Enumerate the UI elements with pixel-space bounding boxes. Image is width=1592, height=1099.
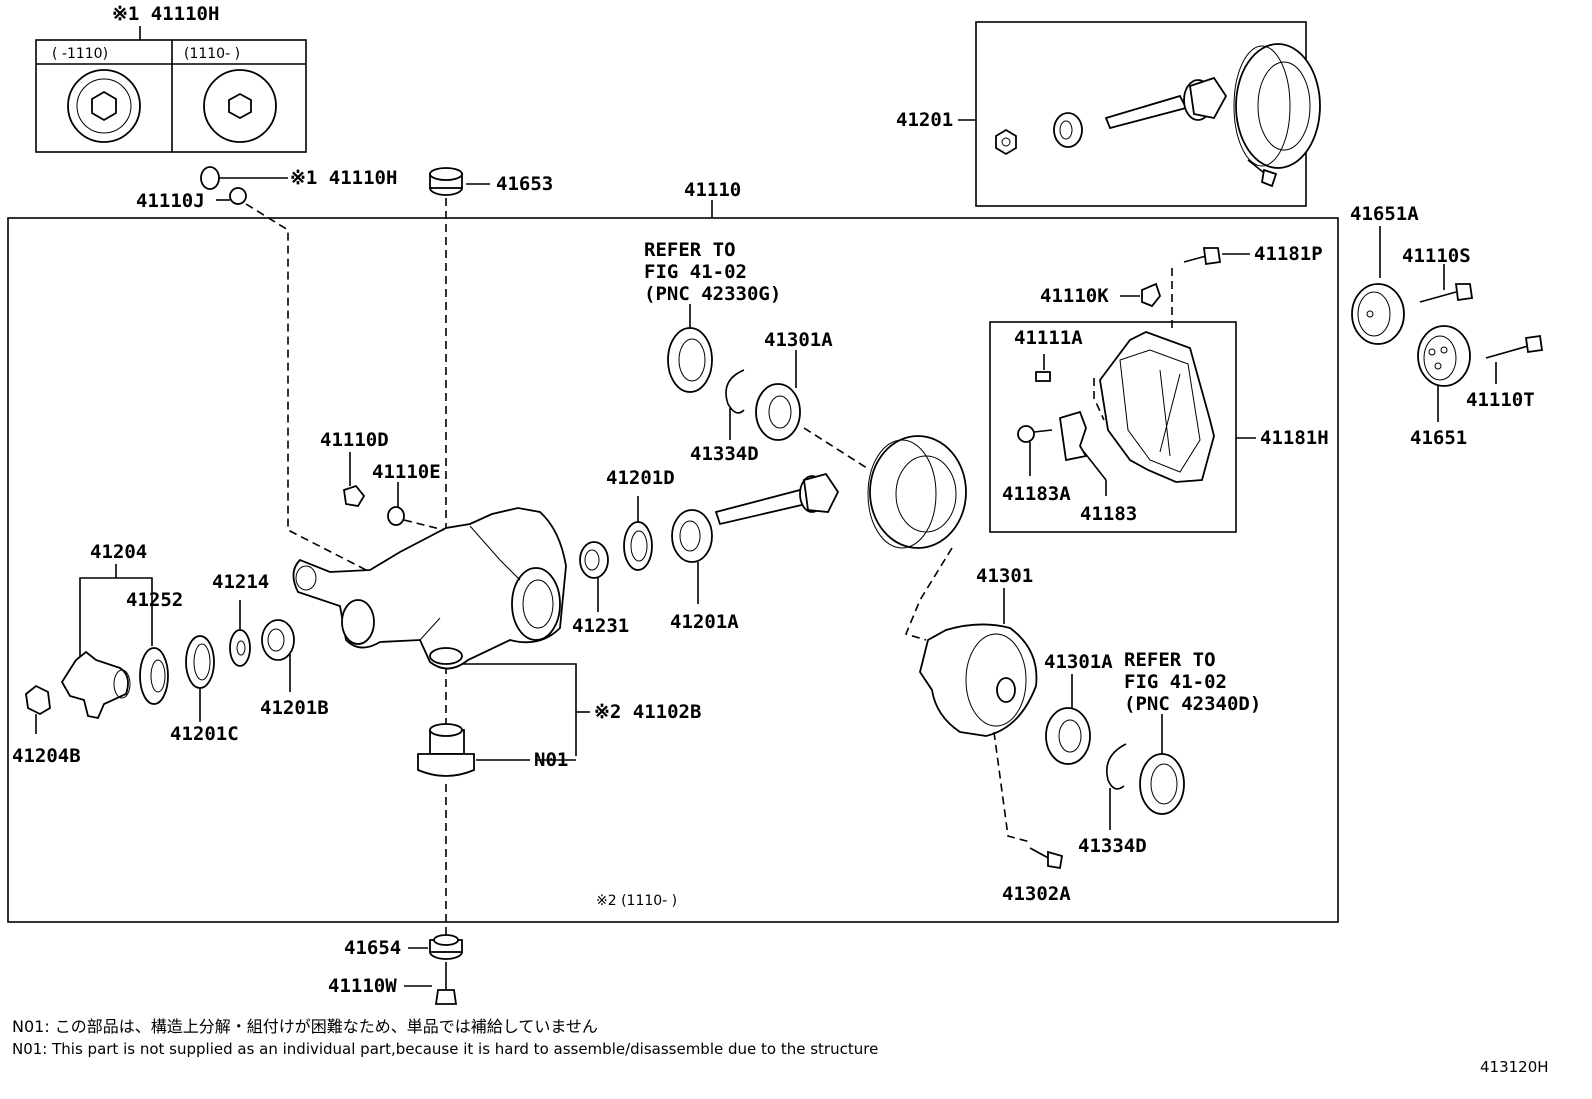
label-41301a-b: 41301A	[1044, 651, 1113, 673]
label-41204b: 41204B	[12, 745, 81, 767]
label-41302a: 41302A	[1002, 883, 1071, 905]
label-41201: 41201	[896, 109, 953, 131]
label-41334d-b: 41334D	[1078, 835, 1147, 857]
label-41201c: 41201C	[170, 723, 239, 745]
label-41110: 41110	[684, 179, 741, 201]
oil-seal-42330g	[667, 327, 713, 393]
label-41204: 41204	[90, 541, 147, 563]
dust-deflector-41252	[139, 647, 169, 705]
label-41111a: 41111A	[1014, 327, 1083, 349]
gasket-41110e	[387, 482, 405, 526]
label-41110e: 41110E	[372, 461, 441, 483]
washer-41201d	[623, 496, 653, 571]
label-41301: 41301	[976, 565, 1033, 587]
bolt-41110w	[404, 962, 458, 1005]
refer-top-line3: (PNC 42330G)	[644, 283, 781, 305]
refer-bottom-line3: (PNC 42340D)	[1124, 693, 1261, 715]
pin-41111a	[1035, 354, 1051, 382]
refer-top-line2: FIG 41-02	[644, 261, 747, 283]
oil-seal-41201c	[185, 635, 215, 722]
label-41301a-a: 41301A	[764, 329, 833, 351]
plug-41110d	[343, 452, 366, 507]
bolt-41110t	[1485, 334, 1544, 384]
flange-41204	[60, 564, 153, 720]
box-41181h-cover	[989, 321, 1256, 533]
snap-ring-41334d-a	[725, 369, 745, 440]
bearing-41201a	[671, 509, 713, 604]
label-41183a: 41183A	[1002, 483, 1071, 505]
bearing-41301a-a	[755, 350, 801, 441]
label-41183: 41183	[1080, 503, 1137, 525]
drive-pinion	[714, 472, 840, 526]
cushion-41653	[429, 167, 490, 196]
plug-41110k	[1120, 282, 1162, 308]
box-41201-gear-set	[958, 21, 1321, 207]
label-41181h: 41181H	[1260, 427, 1329, 449]
label-n01: N01	[534, 749, 568, 771]
label-41252: 41252	[126, 589, 183, 611]
bolt-41302a	[1029, 847, 1064, 870]
nut-41204b	[25, 684, 51, 734]
label-41651: 41651	[1410, 427, 1467, 449]
cushion-41654	[408, 934, 463, 960]
label-41654: 41654	[344, 937, 401, 959]
main-assembly-frame	[7, 217, 1339, 923]
label-41110s: 41110S	[1402, 245, 1471, 267]
label-41102b: ※2 41102B	[594, 701, 701, 723]
bearing-41301a-b	[1045, 674, 1091, 765]
label-41110h-top: ※1 41110H	[112, 3, 219, 25]
plate-41183	[1058, 410, 1107, 496]
snap-ring-41334d-b	[1106, 743, 1127, 830]
bolt-41183a	[1017, 425, 1053, 476]
inset-left-range: ( -1110)	[52, 46, 108, 62]
label-41181p: 41181P	[1254, 243, 1323, 265]
label-41110k: 41110K	[1040, 285, 1109, 307]
refer-bottom-line1: REFER TO	[1124, 649, 1216, 671]
label-41334d-a: 41334D	[690, 443, 759, 465]
bearing-41201b	[261, 619, 295, 692]
label-41110j: 41110J	[136, 190, 205, 212]
bolt-41110s	[1419, 264, 1474, 303]
range-note: ※2 (1110- )	[596, 893, 677, 909]
differential-carrier-housing	[292, 507, 567, 670]
label-41110w: 41110W	[328, 975, 397, 997]
diagram-id: 413120H	[1480, 1058, 1549, 1076]
label-41110t: 41110T	[1466, 389, 1535, 411]
label-41651a: 41651A	[1350, 203, 1419, 225]
plug-41110h	[200, 166, 288, 190]
differential-case-41301	[919, 588, 1038, 737]
note-n01-japanese: N01: この部品は、構造上分解・組付けが困難なため、単品では補給していません	[12, 1017, 598, 1036]
label-41110h-mid: ※1 41110H	[290, 167, 397, 189]
spacer-41214	[229, 600, 251, 667]
cushion-41651	[1417, 325, 1471, 422]
inset-41110h-variants: ( -1110) (1110- )	[35, 26, 307, 153]
label-41214: 41214	[212, 571, 269, 593]
refer-bottom-line2: FIG 41-02	[1124, 671, 1227, 693]
inset-right-range: (1110- )	[184, 46, 240, 62]
label-41110d: 41110D	[320, 429, 389, 451]
cushion-41651a	[1351, 226, 1405, 345]
label-41653: 41653	[496, 173, 553, 195]
bolt-41181p	[1183, 247, 1250, 266]
label-41201a: 41201A	[670, 611, 739, 633]
label-41201d: 41201D	[606, 467, 675, 489]
gasket-41110j	[216, 187, 247, 205]
ring-gear	[867, 435, 967, 549]
spacer-41231	[579, 541, 609, 612]
refer-top-line1: REFER TO	[644, 239, 736, 261]
label-41201b: 41201B	[260, 697, 329, 719]
oil-seal-42340d	[1139, 714, 1185, 815]
bushing-n01	[417, 723, 530, 777]
note-n01-english: N01: This part is not supplied as an ind…	[12, 1040, 878, 1058]
label-41231: 41231	[572, 615, 629, 637]
